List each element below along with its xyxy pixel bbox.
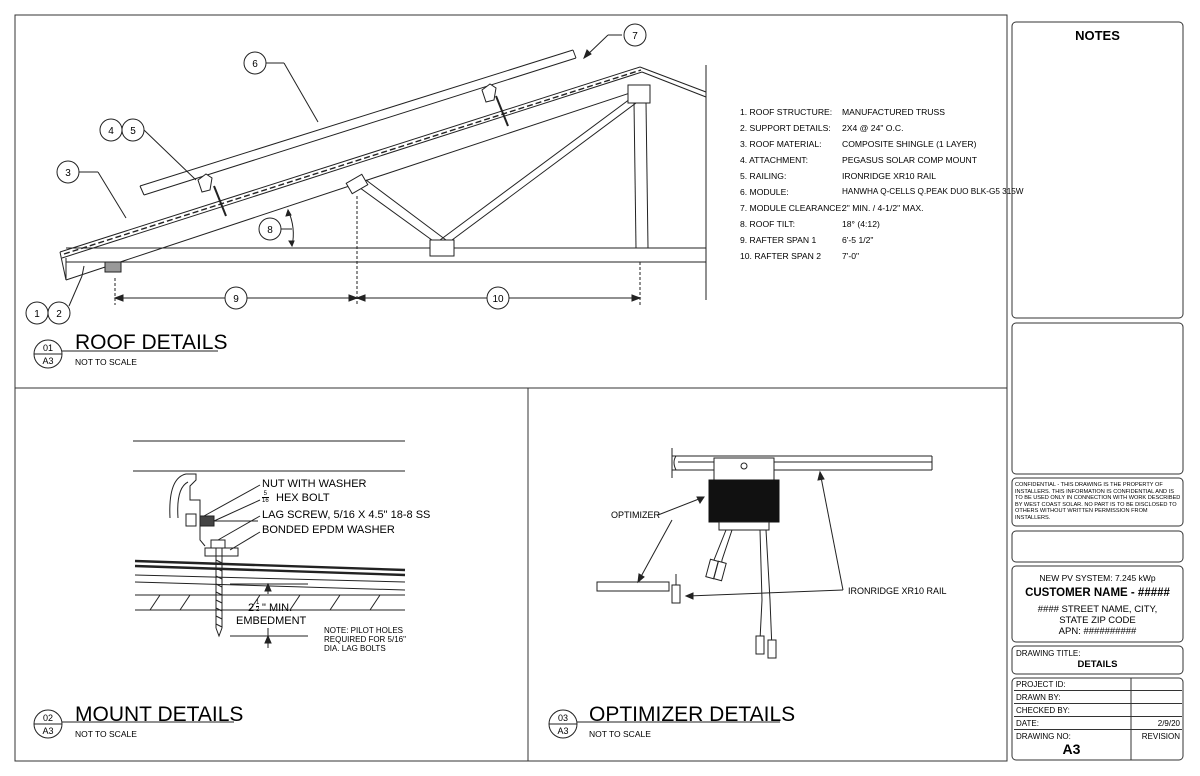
spec-label-1: 1. ROOF STRUCTURE: xyxy=(740,107,833,117)
spec-value-9: 6'-5 1/2" xyxy=(842,235,874,245)
bolt-fraction-denominator: 16 xyxy=(262,497,269,504)
optimizer-detail-number: 03 xyxy=(557,713,568,723)
drawn-by-label: DRAWN BY: xyxy=(1016,693,1061,702)
spec-value-7: 2" MIN. / 4-1/2" MAX. xyxy=(842,203,924,213)
spec-value-8: 18° (4:12) xyxy=(842,219,880,229)
apn-number: APN: ########## xyxy=(1058,626,1137,637)
spec-label-10: 10. RAFTER SPAN 2 xyxy=(740,251,822,261)
spec-value-5: IRONRIDGE XR10 RAIL xyxy=(842,171,937,181)
callout-bubble-5 xyxy=(121,118,145,142)
project-id-label: PROJECT ID: xyxy=(1016,680,1066,689)
spec-label-3: 3. ROOF MATERIAL: xyxy=(740,139,822,149)
label-epdm-washer: BONDED EPDM WASHER xyxy=(262,524,395,536)
callout-bubble-6 xyxy=(243,51,267,75)
checked-by-label: CHECKED BY: xyxy=(1016,706,1070,715)
mount-detail-number: 02 xyxy=(42,713,53,723)
label-optimizer: OPTIMIZER xyxy=(611,510,660,520)
callout-6: 6 xyxy=(252,59,258,70)
label-nut-washer: NUT WITH WASHER xyxy=(262,478,367,490)
spec-label-8: 8. ROOF TILT: xyxy=(740,219,796,229)
optimizer-scale-note: NOT TO SCALE xyxy=(589,729,651,739)
note-pilot-2: REQUIRED FOR 5/16" xyxy=(324,635,406,644)
optimizer-detail-drawing xyxy=(596,448,933,659)
roof-detail-sheet: A3 xyxy=(42,356,54,366)
spec-value-10: 7'-0" xyxy=(842,251,860,261)
roof-details-title: ROOF DETAILS xyxy=(75,331,228,354)
drawing-title-value: DETAILS xyxy=(1077,659,1118,670)
label-embed-fraction: 1 2 xyxy=(256,600,260,613)
spec-label-9: 9. RAFTER SPAN 1 xyxy=(740,235,817,245)
callout-5: 5 xyxy=(130,126,136,137)
notes-title: NOTES xyxy=(1075,28,1120,43)
drawing-number: A3 xyxy=(1062,741,1081,757)
callout-7: 7 xyxy=(632,31,638,42)
callout-2: 2 xyxy=(56,309,62,320)
mount-detail-sheet: A3 xyxy=(42,726,54,736)
callout-bubble-9 xyxy=(224,286,248,310)
spec-value-2: 2X4 @ 24" O.C. xyxy=(842,123,904,133)
label-bolt-fraction: 5 16 xyxy=(262,491,269,504)
callout-8: 8 xyxy=(267,225,273,236)
spec-label-5: 5. RAILING: xyxy=(740,171,787,181)
callout-bubble-8 xyxy=(258,217,282,241)
optimizer-detail-sheet: A3 xyxy=(557,726,569,736)
label-ironridge-rail: IRONRIDGE XR10 RAIL xyxy=(848,586,947,596)
callout-1: 1 xyxy=(34,309,40,320)
label-hex-bolt: HEX BOLT xyxy=(276,492,330,504)
date-value: 2/9/20 xyxy=(1157,719,1180,728)
revision-label: REVISION xyxy=(1141,732,1180,741)
confidential-notice: CONFIDENTIAL - THIS DRAWING IS THE PROPE… xyxy=(1015,482,1181,521)
label-embed-min: " MIN. xyxy=(262,602,293,614)
embed-fraction-numerator: 1 xyxy=(256,600,260,606)
bolt-fraction-numerator: 5 xyxy=(263,491,268,497)
date-label: DATE: xyxy=(1016,719,1039,728)
drawing-no-label: DRAWING NO: xyxy=(1016,732,1071,741)
callout-bubble-2 xyxy=(47,301,71,325)
optimizer-details-title: OPTIMIZER DETAILS xyxy=(589,703,796,726)
callout-bubble-10 xyxy=(486,286,510,310)
pv-system-size: NEW PV SYSTEM: 7.245 kWp xyxy=(1039,573,1156,583)
mount-details-title: MOUNT DETAILS xyxy=(75,703,244,726)
drawing-title-label: DRAWING TITLE: xyxy=(1016,649,1081,658)
spec-label-4: 4. ATTACHMENT: xyxy=(740,155,808,165)
roof-detail-number: 01 xyxy=(42,343,53,353)
callout-bubble-3 xyxy=(56,160,80,184)
embed-fraction-denominator: 2 xyxy=(256,606,260,613)
callout-9: 9 xyxy=(233,294,239,305)
spec-label-7: 7. MODULE CLEARANCE: xyxy=(740,203,844,213)
label-embed-whole: 2 xyxy=(248,602,255,614)
spec-value-1: MANUFACTURED TRUSS xyxy=(842,107,945,117)
label-embedment: EMBEDMENT xyxy=(236,615,307,627)
address-line-1: #### STREET NAME, CITY, xyxy=(1037,604,1158,615)
callout-4: 4 xyxy=(108,126,114,137)
address-line-2: STATE ZIP CODE xyxy=(1059,615,1136,626)
spec-value-6: HANWHA Q-CELLS Q.PEAK DUO BLK-G5 315W xyxy=(842,187,1024,196)
note-pilot-1: NOTE: PILOT HOLES xyxy=(324,626,403,635)
spec-value-3: COMPOSITE SHINGLE (1 LAYER) xyxy=(842,139,977,149)
mount-scale-note: NOT TO SCALE xyxy=(75,729,137,739)
spec-label-6: 6. MODULE: xyxy=(740,187,789,197)
callout-10: 10 xyxy=(492,294,504,305)
customer-name: CUSTOMER NAME - ##### xyxy=(1025,587,1170,599)
label-lag-screw: LAG SCREW, 5/16 X 4.5" 18-8 SS xyxy=(262,509,431,521)
spec-value-4: PEGASUS SOLAR COMP MOUNT xyxy=(842,155,977,165)
callout-bubble-7 xyxy=(623,23,647,47)
note-pilot-3: DIA. LAG BOLTS xyxy=(324,644,386,653)
roof-truss-drawing xyxy=(59,34,707,307)
callout-3: 3 xyxy=(65,168,71,179)
mount-detail-drawing xyxy=(133,440,406,648)
roof-scale-note: NOT TO SCALE xyxy=(75,357,137,367)
spec-label-2: 2. SUPPORT DETAILS: xyxy=(740,123,831,133)
